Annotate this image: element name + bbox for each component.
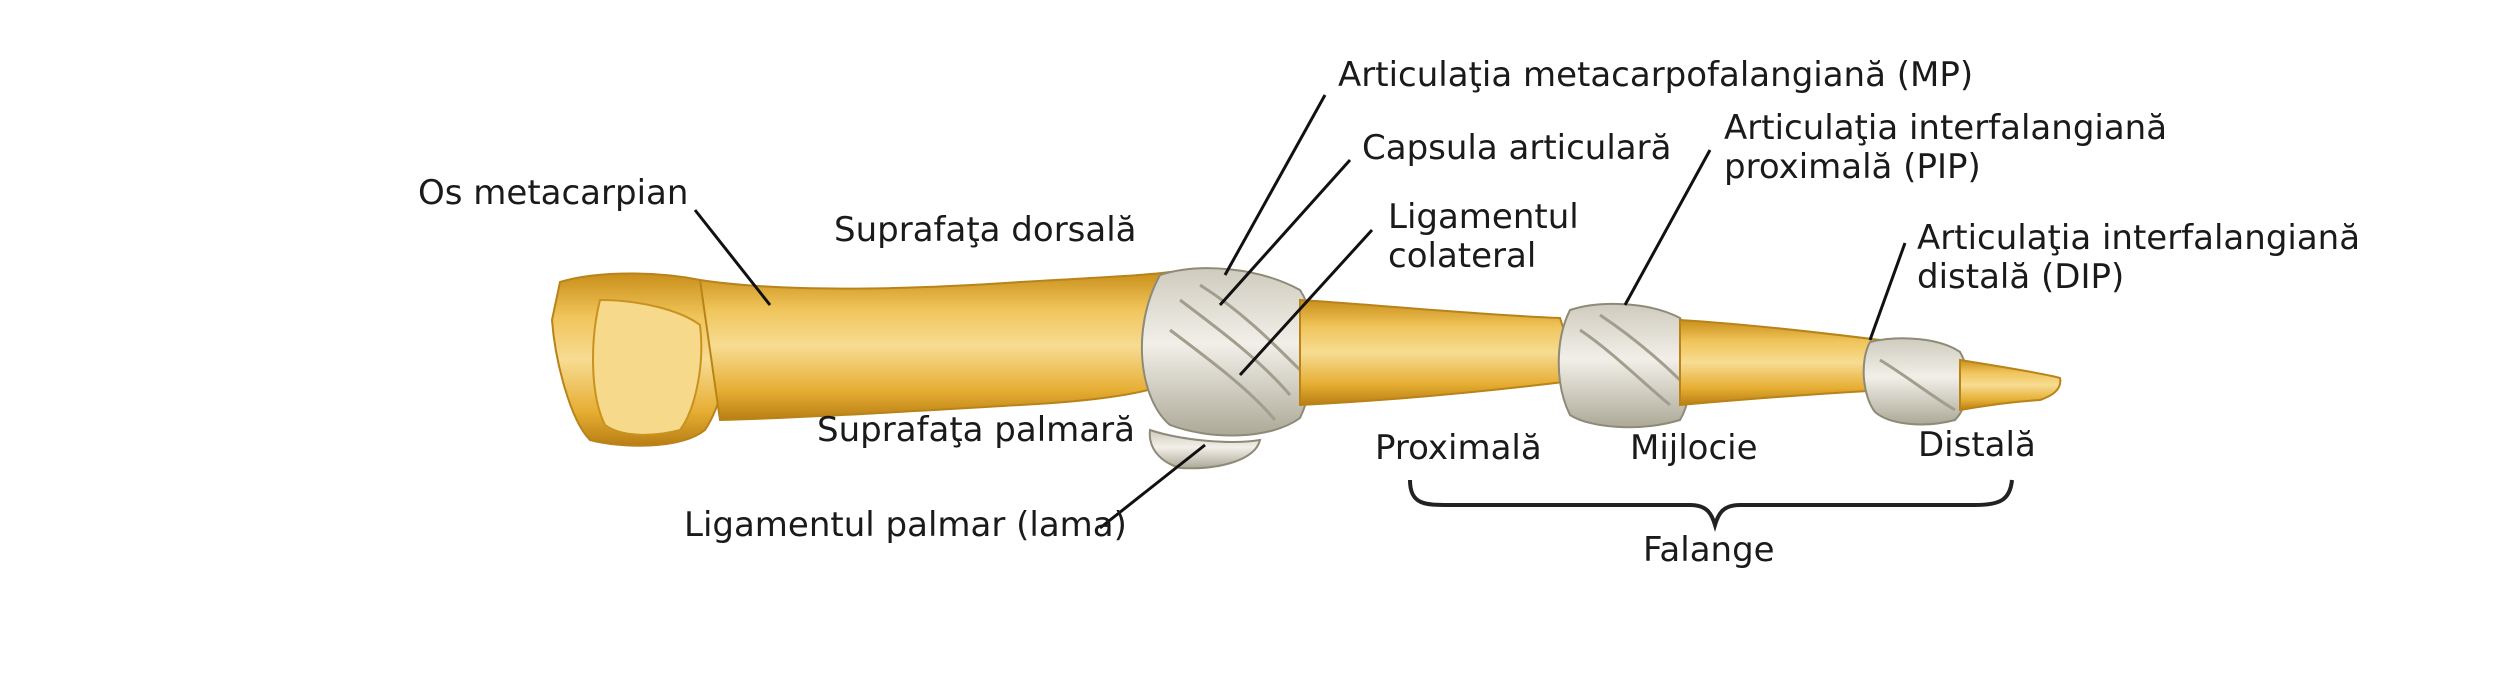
label-ligamentul-colateral-line2: colateral [1388, 236, 1537, 276]
mp-capsule-fiber [1199, 283, 1302, 372]
leader-ligamentul-palmar [1099, 443, 1206, 530]
pip-capsule-fiber [1579, 328, 1671, 407]
leader-lines [693, 94, 1907, 530]
metacarpal-shaft [698, 270, 1177, 422]
label-mijlocie: Mijlocie [1630, 428, 1758, 468]
label-ligamentul-colateral-line1: Ligamentul [1388, 197, 1579, 237]
label-articulatia-pip-line1: Articulaţia interfalangiană [1724, 108, 2168, 148]
label-os-metacarpian: Os metacarpian [418, 173, 689, 213]
palmar-plate [1148, 428, 1262, 470]
label-suprafata-dorsala: Suprafaţa dorsală [834, 210, 1137, 250]
leader-articulatia-dip [1868, 242, 1907, 341]
label-articulatia-pip-line2: proximală (PIP) [1724, 147, 1981, 187]
mp-joint-capsule [1140, 267, 1316, 437]
mp-capsule-fiber [1169, 328, 1277, 421]
leader-os-metacarpian [693, 209, 772, 306]
label-articulatia-dip-line2: distală (DIP) [1917, 257, 2125, 297]
dip-joint-capsule [1862, 337, 1969, 426]
middle-phalanx [1679, 318, 1887, 407]
mp-capsule-fiber [1179, 298, 1292, 396]
label-ligamentul-palmar: Ligamentul palmar (lama) [684, 505, 1127, 545]
label-suprafata-palmara: Suprafaţa palmară [817, 410, 1135, 450]
leader-articulatia-pip [1623, 149, 1712, 306]
leader-articulatia-mp [1223, 94, 1327, 276]
falange-brace [1408, 479, 2014, 532]
leader-capsula-articulara [1218, 158, 1352, 307]
label-capsula-articulara: Capsula articulară [1362, 128, 1672, 168]
label-articulatia-dip-line1: Articulaţia interfalangiană [1917, 218, 2361, 258]
leader-ligamentul-colateral [1238, 228, 1374, 377]
label-articulatia-mp: Articulaţia metacarpofalangiană (MP) [1338, 55, 1974, 95]
label-distala: Distală [1918, 425, 2036, 465]
dip-capsule-fiber [1879, 358, 1956, 412]
proximal-phalanx [1299, 298, 1582, 407]
pip-capsule-fiber [1599, 313, 1687, 387]
label-falange: Falange [1643, 530, 1775, 570]
metacarpal-base-articular-surface [592, 298, 703, 436]
label-proximala: Proximală [1375, 428, 1542, 468]
distal-phalanx [1959, 358, 2062, 412]
